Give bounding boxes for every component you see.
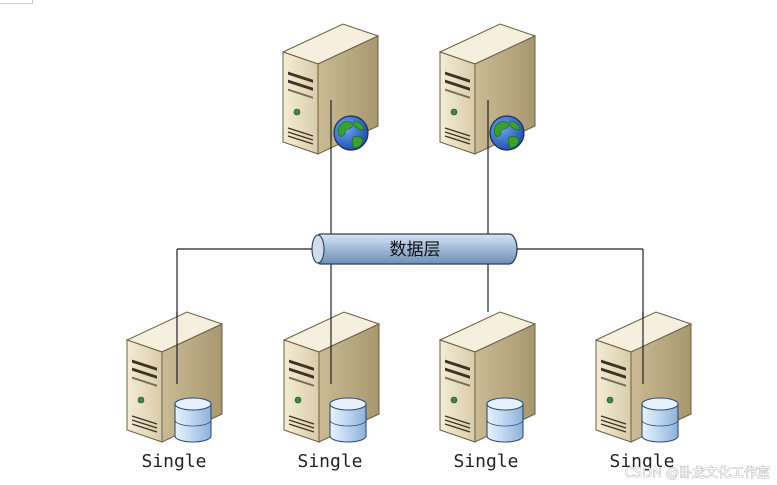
server-label-1: Single [141,451,206,472]
bus-label: 数据层 [390,240,441,260]
server-label-3: Single [453,451,518,472]
server-label-2: Single [297,451,362,472]
globe-icon [489,115,525,151]
globe-icon [333,115,369,151]
database-icon [641,397,679,443]
database-icon [486,397,524,443]
window-corner-frame [0,0,33,4]
database-icon [174,397,212,443]
watermark-text: CSDN @卧龙文化工作室 [625,465,770,481]
server-label-4: Single [609,451,674,472]
connection-lines [176,248,644,384]
data-layer-bus: 数据层 [311,233,518,265]
database-icon [329,397,367,443]
